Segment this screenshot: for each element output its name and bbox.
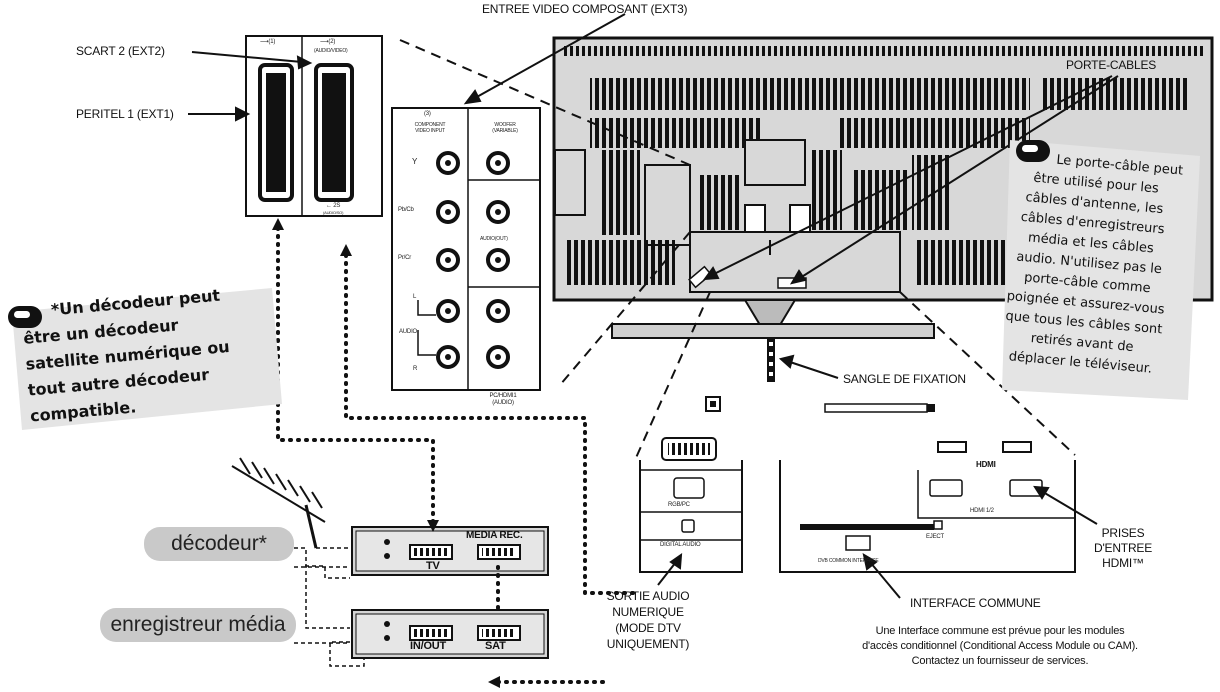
scart2-label: SCART 2 (EXT2) xyxy=(76,44,165,58)
cable-holder-note: Le porte-câble peut être utilisé pour le… xyxy=(1004,152,1184,377)
recorder-box xyxy=(351,609,549,659)
pc-hdmi-label: PC/HDMI1(AUDIO) xyxy=(489,393,517,406)
y-label: Y xyxy=(412,157,418,166)
antenna-icon xyxy=(231,457,326,549)
rgb-pc-label: RGB/PC xyxy=(668,502,690,508)
r-label: R xyxy=(413,366,418,372)
digital-audio-port-label: DIGITAL AUDIO xyxy=(660,542,701,548)
component-input-label: ENTREE VIDEO COMPOSANT (EXT3) xyxy=(482,2,688,16)
recorder-badge: enregistreur média xyxy=(100,608,296,642)
common-interface-label: INTERFACE COMMUNE xyxy=(910,596,1041,610)
scart2-sub-label: (AUDIO/VIDEO) xyxy=(314,48,348,54)
inout-label: IN/OUT xyxy=(410,640,447,652)
hand-pointer-icon-decoder xyxy=(8,306,42,328)
perspective-lines xyxy=(399,39,1076,461)
audio-out-label: AUDIO(OUT) xyxy=(480,236,508,242)
rf-cables xyxy=(294,547,365,667)
sat-label: SAT xyxy=(485,640,506,652)
sangle-label: SANGLE DE FIXATION xyxy=(843,372,966,386)
media-rec-label: MEDIA REC. xyxy=(466,530,523,541)
decoder-note: *Un décodeur peut être un décodeur satel… xyxy=(22,285,231,426)
hdmi12-label: HDMI 1/2 xyxy=(970,508,994,514)
lower-panels xyxy=(639,396,1076,573)
scart2-top-label: ⟶(2) xyxy=(320,39,336,45)
audio-label: AUDIO xyxy=(399,329,418,335)
scart1-top-label: ⟶(1) xyxy=(260,39,276,45)
decoder-box xyxy=(351,526,549,576)
decoder-badge: décodeur* xyxy=(144,527,294,561)
scart-panel xyxy=(245,35,383,217)
note-backgrounds xyxy=(12,140,1200,430)
scart-cables xyxy=(276,226,636,684)
common-interface-description: Une Interface commune est prévue pour le… xyxy=(862,625,1138,667)
label-arrows xyxy=(188,13,1119,599)
pr-label: Pr/Cr xyxy=(398,255,411,261)
component-panel xyxy=(391,107,541,391)
tv-label: TV xyxy=(426,560,440,572)
comp-number: (3) xyxy=(424,111,431,117)
scart2-bottom-label: ← 2S xyxy=(326,203,341,209)
hdmi-logo: HDMI xyxy=(976,460,996,469)
l-label: L xyxy=(413,294,417,300)
woofer-label: WOOFER(VARIABLE) xyxy=(492,122,518,134)
eject-label: EJECT xyxy=(926,534,945,540)
hand-pointer-icon-cable xyxy=(1016,140,1050,162)
scart2-bottom-sub: (AUDIO/SO) xyxy=(323,210,344,215)
cable-arrowheads xyxy=(272,218,500,688)
pb-label: Pb/Cb xyxy=(398,207,414,213)
dvb-ci-label: DVB COMMON INTERFACE xyxy=(818,558,879,564)
peritel1-label: PERITEL 1 (EXT1) xyxy=(76,107,174,121)
porte-cables-label: PORTE-CABLES xyxy=(1066,58,1157,72)
